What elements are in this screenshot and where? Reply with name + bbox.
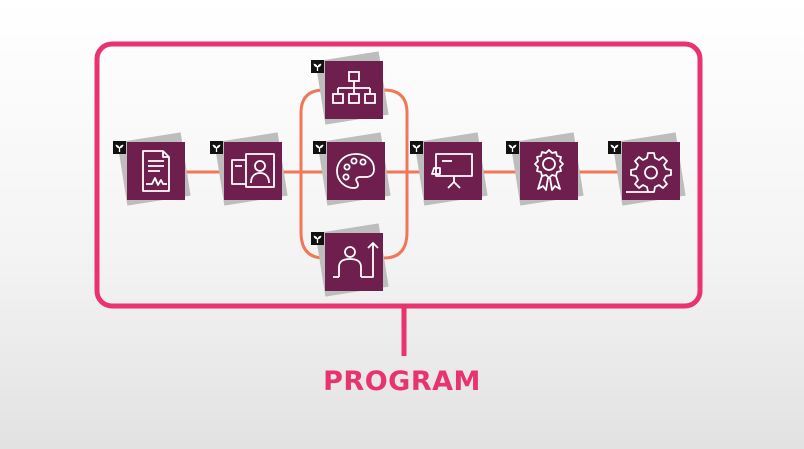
palette-icon bbox=[336, 153, 375, 189]
connector-branch-right bbox=[382, 88, 409, 260]
sprout-icon bbox=[209, 140, 224, 155]
node-growth[interactable] bbox=[310, 223, 389, 297]
node-profiles[interactable] bbox=[209, 132, 288, 206]
profile-cards-icon bbox=[231, 153, 275, 188]
node-presentation[interactable] bbox=[409, 132, 488, 206]
sprout-icon bbox=[310, 59, 325, 74]
sprout-icon bbox=[312, 140, 327, 155]
sprout-icon bbox=[310, 231, 325, 246]
program-label: PROGRAM bbox=[323, 366, 481, 397]
sprout-icon bbox=[607, 140, 622, 155]
award-ribbon-icon bbox=[534, 149, 564, 191]
node-creativity[interactable] bbox=[312, 132, 391, 206]
sprout-icon bbox=[409, 140, 424, 155]
org-chart-icon bbox=[332, 71, 376, 104]
program-frame bbox=[94, 41, 703, 309]
connectors bbox=[184, 88, 624, 260]
node-certification[interactable] bbox=[505, 132, 584, 206]
sprout-icon bbox=[505, 140, 520, 155]
node-hierarchy[interactable] bbox=[310, 51, 389, 125]
node-document[interactable] bbox=[112, 132, 191, 206]
presentation-board-icon bbox=[431, 153, 473, 189]
person-growth-icon bbox=[333, 242, 379, 278]
node-operations[interactable] bbox=[607, 132, 686, 206]
gear-icon bbox=[626, 152, 672, 193]
sprout-icon bbox=[112, 140, 127, 155]
document-chart-icon bbox=[142, 150, 170, 192]
